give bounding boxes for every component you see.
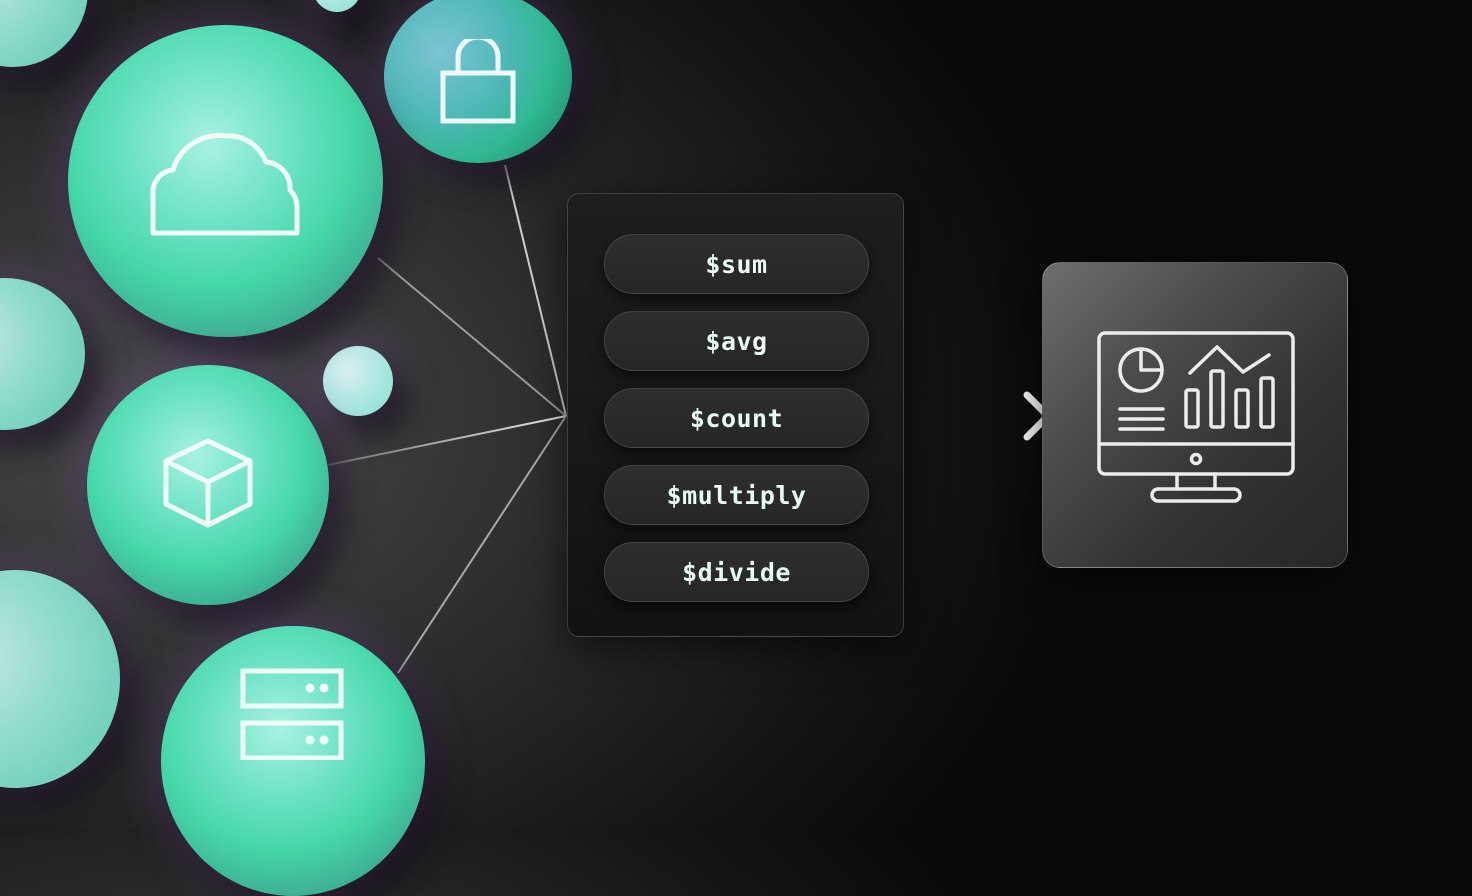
diagram-canvas: $sum $avg $count $multiply $divide: [0, 0, 1348, 896]
operator-divide-button[interactable]: $divide: [604, 542, 869, 602]
operator-sum-button[interactable]: $sum: [604, 234, 869, 294]
decorative-orb: [323, 346, 393, 416]
operator-multiply-button[interactable]: $multiply: [604, 465, 869, 525]
edge-cube: [327, 415, 567, 466]
source-orb-server[interactable]: [161, 626, 425, 896]
connector-lines: [327, 164, 567, 674]
server-icon: [240, 668, 344, 760]
edge-server: [397, 415, 567, 674]
edge-cloud: [377, 257, 567, 417]
analytics-output-card[interactable]: [1042, 262, 1348, 568]
source-orb-lock[interactable]: [384, 0, 572, 163]
analytics-dashboard-monitor-icon: [1097, 331, 1295, 503]
operator-count-button[interactable]: $count: [604, 388, 869, 448]
arrow-right-icon: [905, 391, 1052, 441]
edge-lock: [504, 164, 567, 417]
cloud-icon: [149, 133, 299, 236]
cube-icon: [163, 438, 253, 528]
operator-avg-button[interactable]: $avg: [604, 311, 869, 371]
source-orb-cube[interactable]: [87, 365, 329, 605]
lock-icon: [440, 38, 516, 123]
aggregation-operators-panel: $sum $avg $count $multiply $divide: [567, 193, 904, 637]
source-orb-cloud[interactable]: [68, 25, 383, 337]
